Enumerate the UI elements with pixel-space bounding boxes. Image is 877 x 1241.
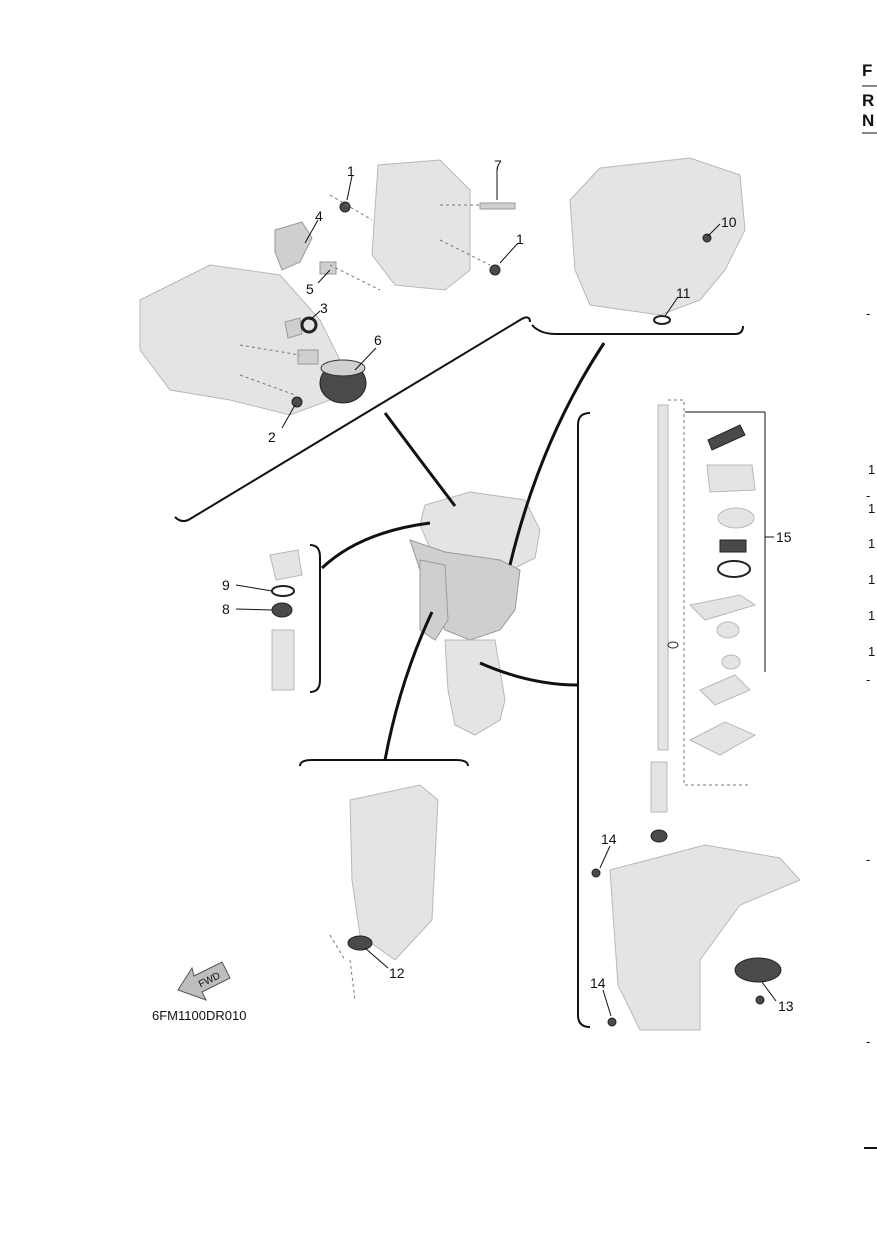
callout-label: 11 (676, 285, 691, 301)
figure-code: 6FM1100DR010 (152, 1008, 246, 1023)
callout-label: 14 (590, 975, 606, 991)
callout-label: 12 (389, 965, 405, 981)
bolt-part (702, 233, 712, 243)
callout-label: 5 (306, 281, 314, 297)
bolt-part (339, 201, 351, 213)
engine-block-group (139, 159, 516, 416)
callout-label: 14 (601, 831, 617, 847)
thermostat-group (269, 549, 303, 691)
sleeve-part (650, 761, 668, 813)
edge-dash: - (866, 306, 870, 321)
o-ring-part (717, 560, 751, 578)
callout-label: 7 (494, 157, 502, 173)
callout-label: 10 (721, 214, 737, 230)
oil-plug-part (297, 349, 319, 365)
callout-label: 2 (268, 429, 276, 445)
anode-part (347, 935, 373, 951)
outboard-motor (409, 491, 541, 736)
edge-mark: 1 (868, 644, 875, 659)
edge-dash: - (866, 852, 870, 867)
pump-housing-part (706, 464, 756, 493)
callout-label: 8 (222, 601, 230, 617)
edge-mark: 1 (868, 501, 875, 516)
callout-label: 1 (347, 163, 355, 179)
lower-casing-part (609, 844, 801, 1031)
callouts: 1 1 2 3 4 5 6 7 8 9 10 11 12 13 14 14 15 (222, 157, 794, 1017)
connector-lines (174, 316, 744, 1028)
outer-plate-part (688, 594, 757, 621)
insert-part (717, 507, 755, 529)
callout-label: 4 (315, 208, 323, 224)
plug-part (284, 317, 303, 339)
edge-letter-n: N (862, 111, 874, 130)
trim-tab-part (734, 957, 782, 983)
upper-casing-group (569, 157, 746, 325)
bolt-part (489, 264, 501, 276)
o-ring-part (271, 585, 295, 597)
spark-plug-part (479, 202, 516, 210)
drive-shaft-part (657, 404, 669, 751)
callout-label: 3 (320, 300, 328, 316)
pin-part (667, 641, 679, 649)
callout-label: 6 (374, 332, 382, 348)
edge-mark: 1 (868, 462, 875, 477)
edge-dash: - (866, 672, 870, 687)
washer-part (300, 316, 318, 334)
bracket-group (329, 784, 439, 1001)
lower-unit-group (591, 399, 801, 1031)
fwd-arrow-icon: FWD (177, 961, 231, 1001)
edge-dash: - (866, 488, 870, 503)
valve-part (271, 602, 293, 618)
gasket-part (274, 221, 313, 271)
edge-letter-f: F (862, 61, 872, 80)
edge-mark: 1 (868, 572, 875, 587)
callout-label: 1 (516, 231, 524, 247)
callout-label: 9 (222, 577, 230, 593)
edge-letter-r: R (862, 91, 874, 110)
edge-dash: - (866, 1034, 870, 1049)
callout-label: 13 (778, 998, 794, 1014)
bolt-part (291, 396, 303, 408)
gasket-part (688, 721, 757, 756)
edge-mark: 1 (868, 536, 875, 551)
callout-label: 15 (776, 529, 792, 545)
pump-plate-part (707, 424, 746, 451)
edge-mark: 1 (868, 608, 875, 623)
o-ring-part (653, 315, 671, 325)
impeller-part (719, 539, 747, 553)
